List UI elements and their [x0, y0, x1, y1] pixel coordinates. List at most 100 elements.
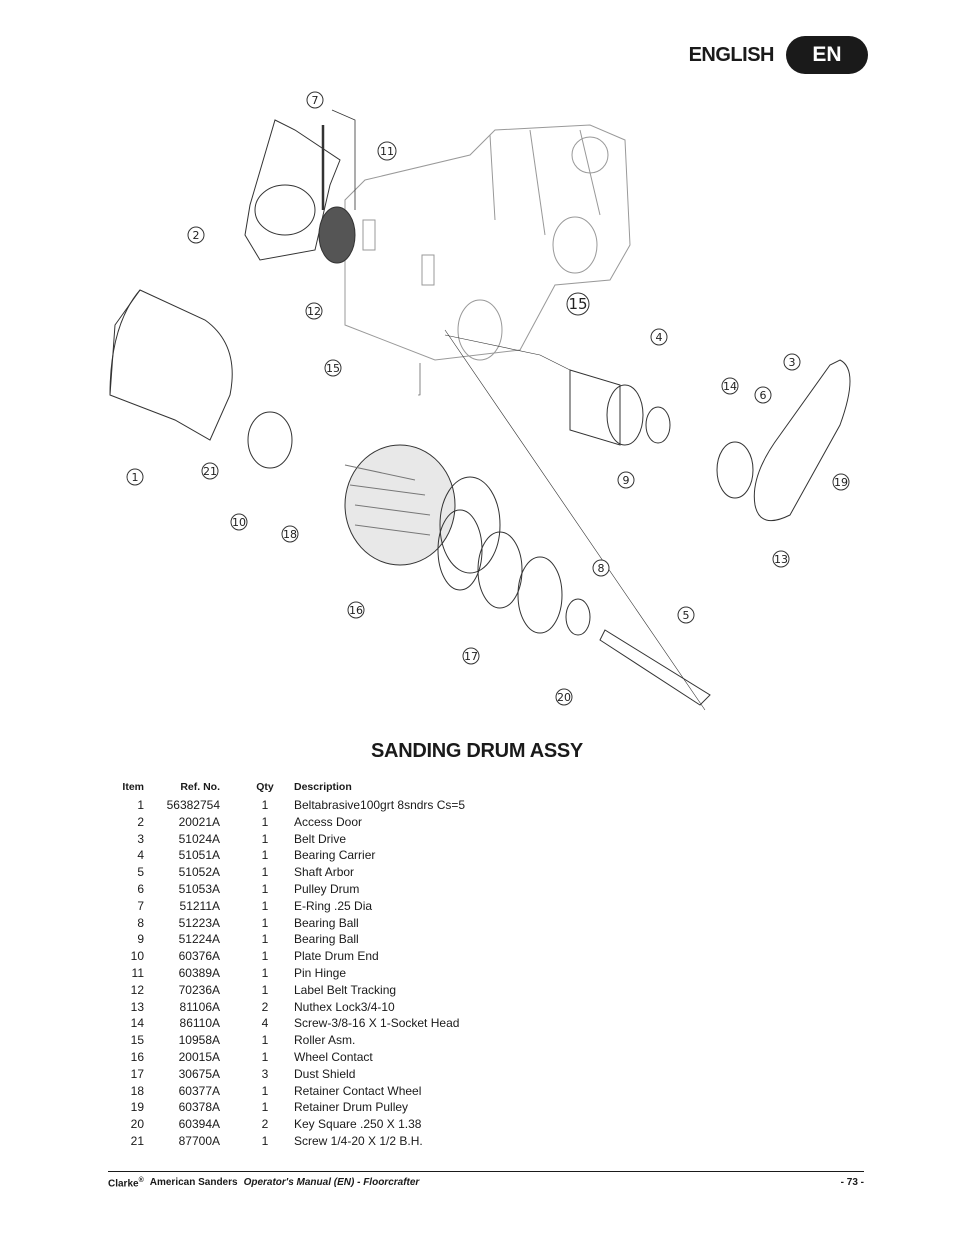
- callout-3: 3: [789, 356, 796, 369]
- cell-qty: 1: [261, 949, 269, 964]
- cell-qty: 2: [261, 999, 269, 1014]
- cell-ref: 86110A: [179, 1016, 220, 1031]
- cell-qty: 1: [261, 1083, 269, 1098]
- registered-mark: ®: [138, 1177, 144, 1184]
- cell-ref: 60389A: [178, 965, 220, 980]
- page-number: - 73 -: [840, 1177, 864, 1188]
- cell-qty: 1: [261, 982, 269, 997]
- cell-qty: 1: [261, 831, 269, 846]
- cell-qty: 1: [261, 898, 269, 913]
- cell-ref: 60378A: [178, 1100, 220, 1115]
- table-row: 7 51211A 1 E-Ring .25 Dia: [112, 898, 588, 915]
- cell-qty: 1: [261, 965, 269, 980]
- callout-2: 2: [193, 229, 200, 242]
- cell-qty: 1: [261, 1100, 269, 1115]
- table-row: 9 51224A 1 Bearing Ball: [112, 931, 588, 948]
- callout-21: 21: [203, 465, 217, 478]
- cell-ref: 10958A: [178, 1033, 220, 1048]
- cell-item: 1: [137, 798, 144, 812]
- cell-item: 12: [130, 982, 144, 997]
- cell-qty: 3: [261, 1066, 269, 1081]
- cell-item: 18: [130, 1083, 144, 1098]
- callout-12: 12: [307, 305, 321, 318]
- footer-company: American Sanders: [149, 1177, 238, 1188]
- cell-desc: Bearing Ball: [294, 932, 359, 947]
- exploded-diagram-svg: 7 11 2 12 15 15 4 3 14 6 1 21 9 19 10 18…: [109, 91, 851, 711]
- cell-desc: Dust Shield: [294, 1066, 356, 1081]
- cell-ref: 60376A: [178, 949, 220, 964]
- cell-ref: 20021A: [178, 814, 220, 829]
- cell-qty: 2: [261, 1117, 269, 1132]
- cell-item: 6: [137, 881, 144, 896]
- callout-15b: 15: [568, 295, 587, 313]
- cell-qty: 1: [261, 1133, 269, 1148]
- cell-desc: Wheel Contact: [294, 1049, 373, 1064]
- cell-desc: Plate Drum End: [294, 949, 379, 964]
- callout-18: 18: [283, 528, 297, 541]
- header-item: Item: [122, 780, 144, 793]
- language-header: ENGLISH EN: [689, 36, 868, 74]
- callout-13: 13: [774, 553, 788, 566]
- cell-desc: Belt Drive: [294, 831, 347, 846]
- cell-desc: Screw 1/4-20 X 1/2 B.H.: [294, 1133, 423, 1148]
- cell-ref: 51224A: [178, 932, 220, 947]
- cell-item: 21: [130, 1133, 144, 1148]
- callout-19: 19: [834, 476, 848, 489]
- callout-6: 6: [760, 389, 767, 402]
- cell-desc: Pulley Drum: [294, 881, 360, 896]
- cell-item: 9: [137, 932, 144, 947]
- cell-item: 7: [137, 898, 144, 913]
- cell-ref: 51052A: [178, 865, 220, 880]
- cell-item: 4: [137, 848, 144, 863]
- callout-8: 8: [598, 562, 605, 575]
- callout-9: 9: [623, 474, 630, 487]
- cell-ref: 51211A: [179, 898, 220, 913]
- cell-item: 19: [130, 1100, 144, 1115]
- cell-item: 14: [130, 1016, 144, 1031]
- cell-desc: E-Ring .25 Dia: [294, 898, 373, 913]
- cell-ref: 20015A: [178, 1049, 220, 1064]
- cell-desc: Key Square .250 X 1.38: [294, 1117, 422, 1132]
- language-label: ENGLISH: [688, 43, 775, 66]
- footer-divider: [108, 1171, 864, 1172]
- cell-ref: 51053A: [178, 881, 220, 896]
- cell-qty: 1: [261, 932, 269, 947]
- cell-qty: 1: [261, 798, 269, 812]
- cell-desc: Bearing Ball: [294, 915, 359, 930]
- cell-qty: 1: [261, 915, 269, 930]
- cell-item: 8: [137, 915, 144, 930]
- cell-qty: 1: [261, 848, 269, 863]
- footer-brand: Clarke®: [108, 1177, 144, 1189]
- cell-qty: 1: [261, 814, 269, 829]
- cell-ref: 87700A: [178, 1133, 220, 1148]
- footer-manual-title: Operator's Manual (EN) - Floorcrafter: [243, 1177, 420, 1188]
- table-row: 8 51223A 1 Bearing Ball: [112, 915, 588, 932]
- cell-qty: 1: [261, 1049, 269, 1064]
- cell-ref: 51223A: [178, 915, 220, 930]
- header-ref: Ref. No.: [180, 780, 220, 793]
- cell-desc: Bearing Carrier: [294, 848, 376, 863]
- callout-15a: 15: [326, 362, 340, 375]
- cell-desc: Nuthex Lock3/4-10: [294, 999, 395, 1014]
- cell-ref: 70236A: [178, 982, 220, 997]
- callouts: [126, 91, 850, 706]
- cell-qty: 4: [261, 1016, 269, 1031]
- cell-desc: Retainer Contact Wheel: [294, 1083, 422, 1098]
- cell-qty: 1: [261, 865, 269, 880]
- cell-item: 11: [131, 965, 144, 980]
